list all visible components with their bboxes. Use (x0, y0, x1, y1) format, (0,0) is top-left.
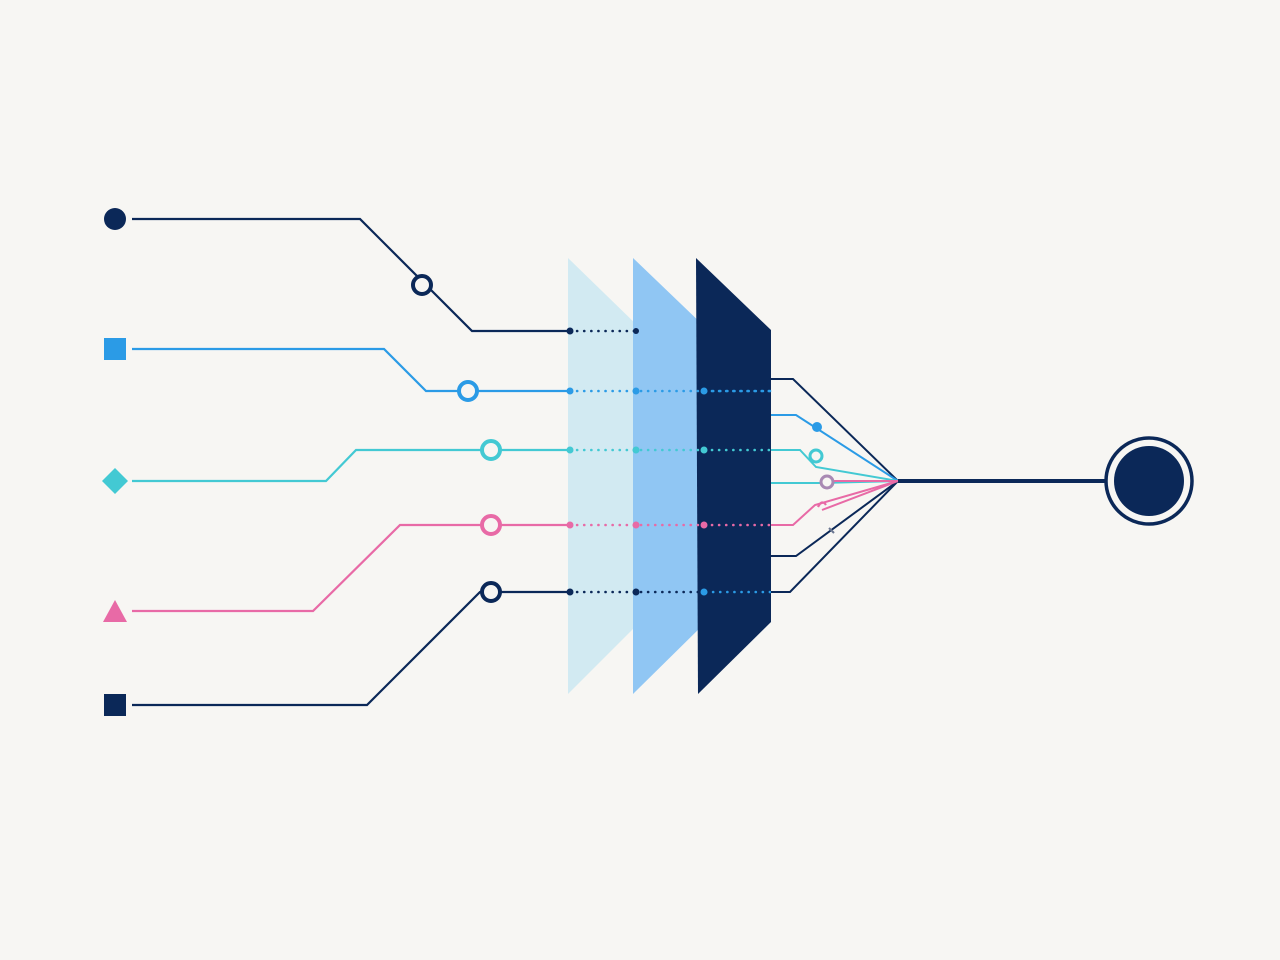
input-square-icon (104, 338, 126, 360)
input-markers (102, 208, 128, 716)
junction-node-5 (480, 581, 502, 603)
entry-dots (566, 327, 708, 596)
connector-line-1 (132, 217, 568, 333)
junction-node-3 (480, 439, 502, 461)
output (898, 436, 1194, 526)
layer-panel-light (568, 258, 640, 694)
converge-line-5 (771, 480, 899, 526)
connector-line-4 (132, 523, 568, 613)
converge-line-3 (771, 449, 899, 482)
connector-line-3 (132, 448, 568, 483)
converge-line-6 (771, 480, 899, 557)
dotted-paths (568, 329, 772, 594)
junction-node-1 (411, 274, 433, 296)
connector-line-5 (132, 590, 568, 707)
junction-node-2 (457, 380, 479, 402)
convergence-nodes (808, 422, 835, 534)
layer-panel-dark (696, 258, 771, 694)
input-connectors (132, 217, 568, 707)
input-square-navy-icon (104, 694, 126, 716)
junction-nodes (411, 274, 502, 603)
converge-line-7 (771, 480, 899, 593)
converge-line-2 (771, 414, 899, 482)
junction-node-4 (480, 514, 502, 536)
output-node-icon (1114, 446, 1184, 516)
input-circle-icon (104, 208, 126, 230)
connector-line-2 (132, 347, 568, 393)
processing-layers (568, 258, 771, 694)
convergence-lines (771, 378, 899, 593)
converge-line-9 (821, 480, 899, 511)
input-triangle-icon (103, 600, 127, 622)
converge-line-1 (771, 378, 899, 482)
input-diamond-icon (102, 468, 128, 494)
layer-panel-mid (633, 258, 706, 694)
